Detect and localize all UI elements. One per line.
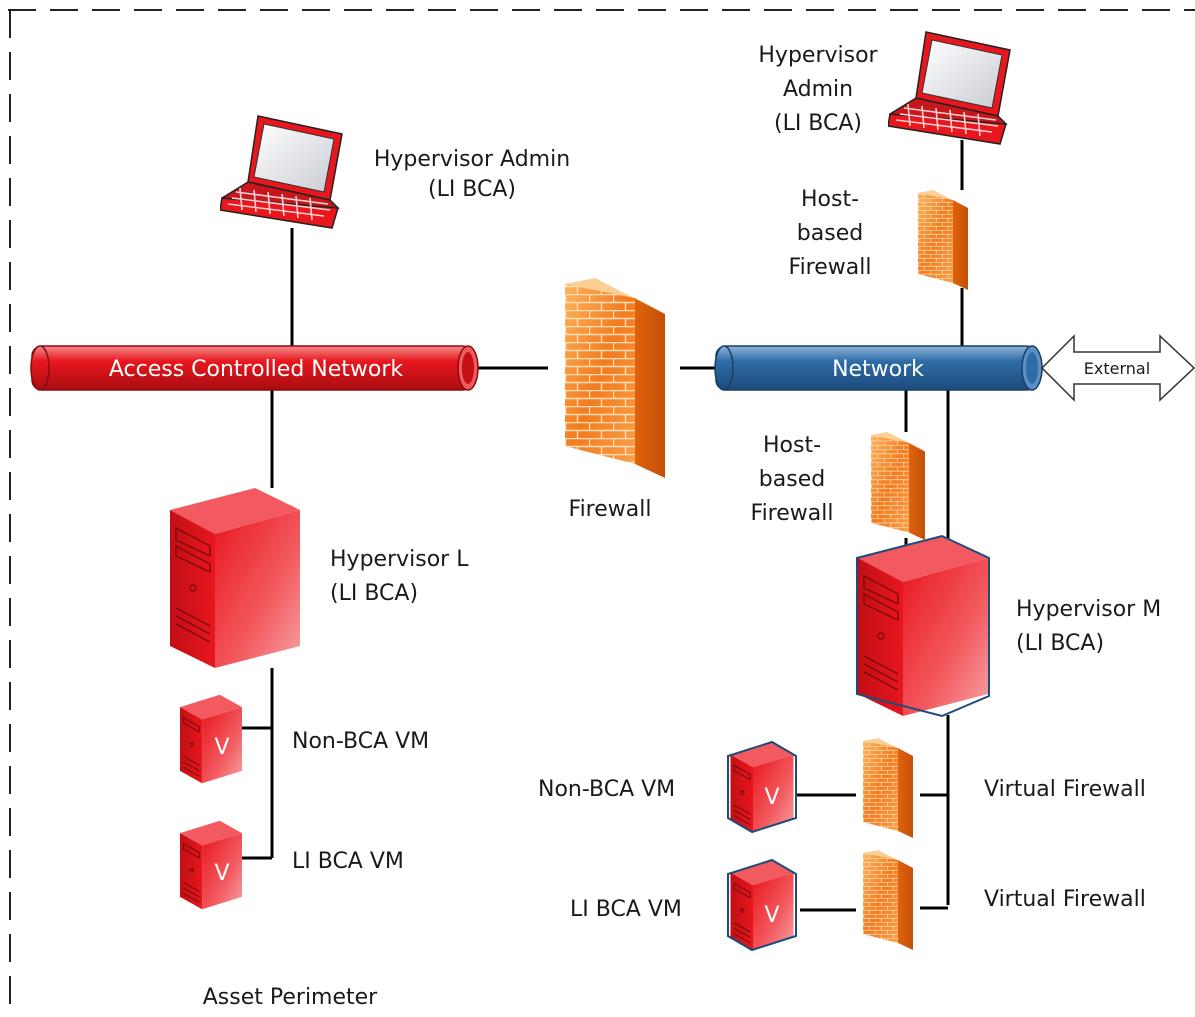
right-non-bca-vm: V — [727, 740, 797, 834]
firewall-icon — [918, 190, 968, 290]
host-firewall-top-line2: based — [797, 221, 863, 246]
hypervisor-m-server — [856, 534, 990, 718]
external-arrow: External — [1040, 334, 1195, 402]
access-controlled-network-label: Access Controlled Network — [109, 357, 404, 382]
server-icon — [170, 487, 300, 669]
vm-glyph: V — [214, 861, 229, 886]
laptop-icon — [220, 115, 343, 229]
virtual-firewall-2-label: Virtual Firewall — [984, 887, 1146, 912]
left-li-bca-vm: V — [180, 820, 242, 910]
asset-perimeter-border — [8, 9, 1195, 1017]
vm-server-icon — [180, 820, 242, 910]
asset-perimeter-label: Asset Perimeter — [203, 985, 378, 1010]
laptop-icon — [888, 31, 1011, 145]
vm-server-icon — [729, 860, 795, 950]
host-firewall-mid-line1: Host- — [763, 433, 821, 458]
network-pipe: Network — [714, 345, 1043, 391]
network-label: Network — [832, 357, 924, 382]
left-vm1-label: Non-BCA VM — [292, 729, 429, 754]
right-li-bca-vm: V — [727, 858, 797, 952]
left-admin-label-line1: Hypervisor Admin — [374, 147, 570, 172]
server-icon — [857, 536, 989, 716]
access-controlled-network: Access Controlled Network — [30, 345, 479, 391]
firewall-icon — [863, 738, 913, 838]
hypervisor-l-line2: (LI BCA) — [330, 581, 418, 606]
left-non-bca-vm: V — [180, 694, 242, 784]
host-firewall-mid-line2: based — [759, 467, 825, 492]
host-firewall-top-line3: Firewall — [789, 255, 872, 280]
firewall-label: Firewall — [569, 497, 652, 522]
right-admin-label-line2: Admin — [783, 77, 853, 102]
external-label: External — [1084, 359, 1150, 378]
firewall-icon — [871, 432, 925, 540]
vm-server-icon — [729, 742, 795, 832]
hypervisor-l-line1: Hypervisor L — [330, 547, 469, 572]
vm-glyph: V — [764, 785, 779, 810]
right-admin-label-line3: (LI BCA) — [774, 111, 862, 136]
virtual-firewall-1-label: Virtual Firewall — [984, 777, 1146, 802]
host-firewall-mid-line3: Firewall — [751, 501, 834, 526]
vm-server-icon — [180, 694, 242, 784]
left-admin-label-line2: (LI BCA) — [428, 177, 516, 202]
hypervisor-m-line1: Hypervisor M — [1016, 597, 1161, 622]
vm-glyph: V — [764, 903, 779, 928]
left-vm2-label: LI BCA VM — [292, 849, 404, 874]
host-firewall-top-line1: Host- — [801, 187, 859, 212]
right-vm1-label: Non-BCA VM — [538, 777, 675, 802]
hypervisor-m-line2: (LI BCA) — [1016, 631, 1104, 656]
firewall-icon — [565, 278, 665, 478]
vm-glyph: V — [214, 735, 229, 760]
right-admin-label-line1: Hypervisor — [758, 43, 878, 68]
firewall-icon — [863, 850, 913, 950]
right-vm2-label: LI BCA VM — [570, 897, 682, 922]
